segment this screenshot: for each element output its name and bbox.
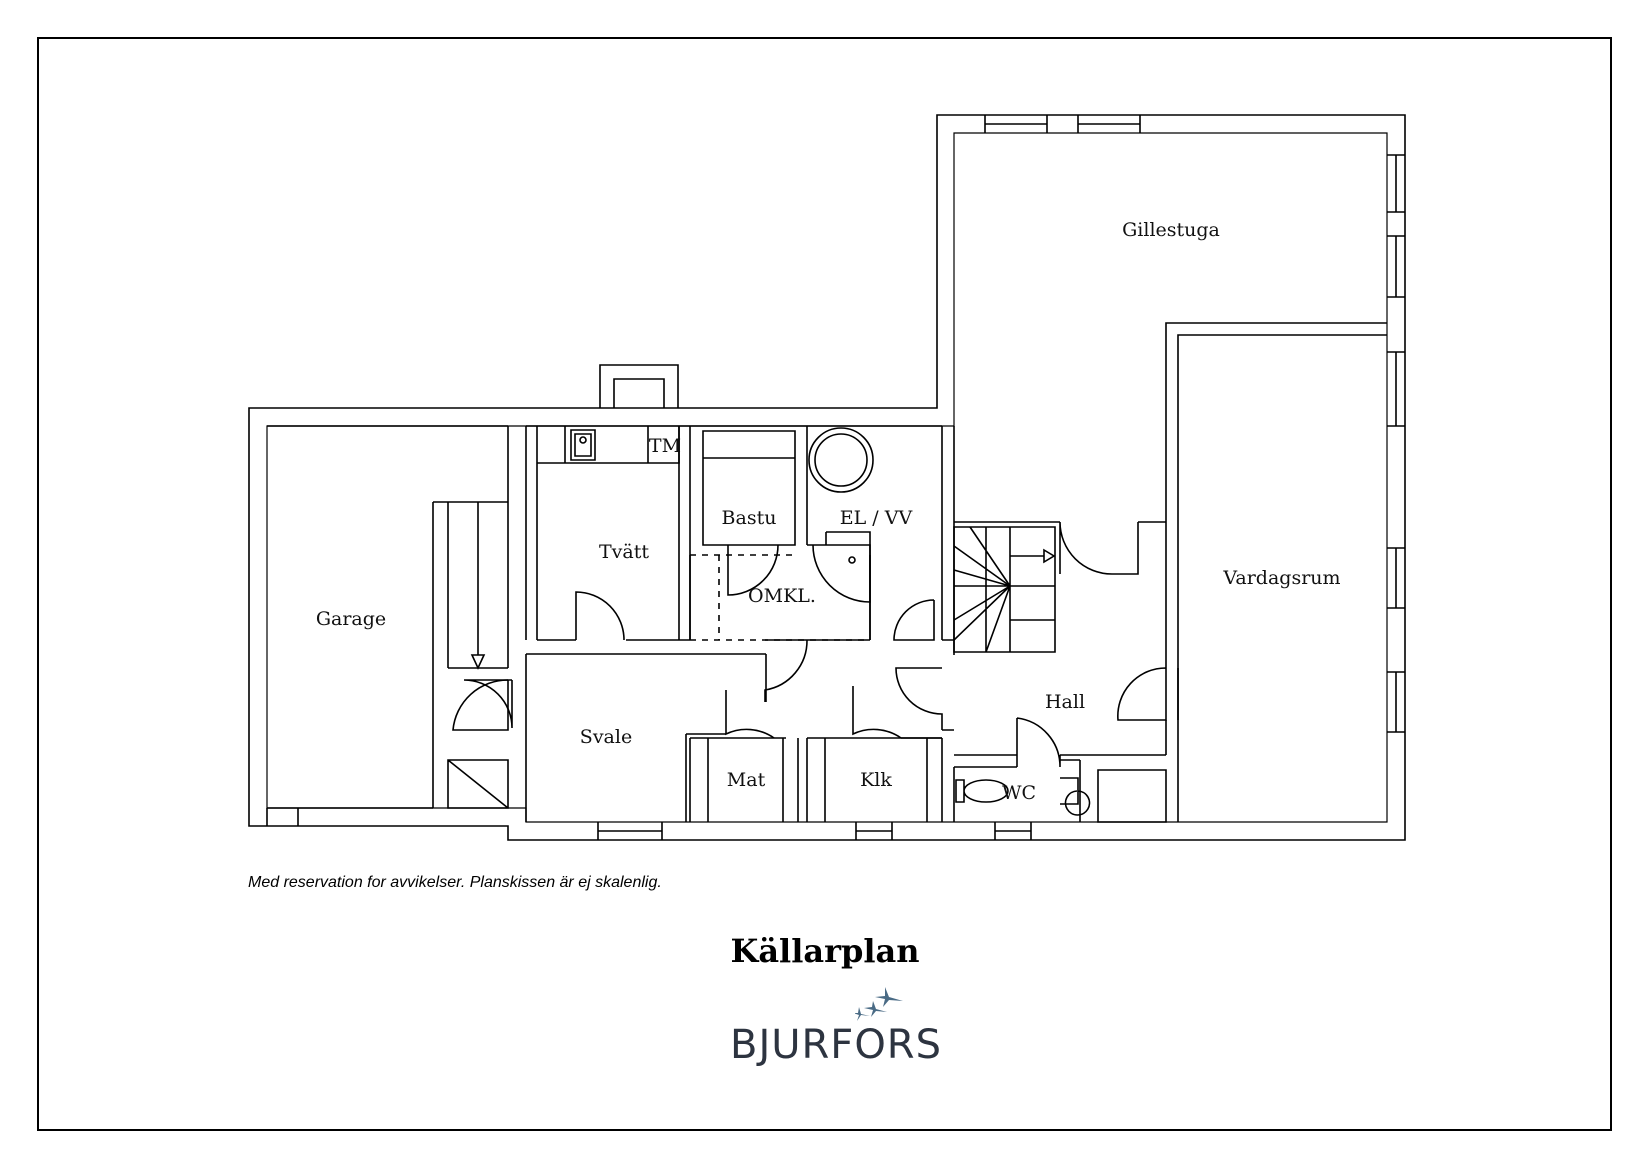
sink	[570, 429, 596, 461]
label-svale: Svale	[580, 726, 632, 748]
room-bastu	[689, 425, 807, 640]
label-tm: TM	[649, 435, 681, 457]
label-bastu: Bastu	[722, 507, 777, 529]
label-klk: Klk	[860, 769, 892, 791]
window-right-4	[1387, 547, 1405, 609]
window-right-5	[1387, 671, 1405, 733]
label-garage: Garage	[316, 608, 386, 630]
garage-stair-arrow	[470, 654, 486, 670]
window-right-2	[1387, 235, 1405, 298]
omkl-walls	[689, 555, 871, 641]
door-hall-omkl	[893, 599, 935, 641]
wall-hall-left	[941, 426, 955, 655]
door-mat	[725, 690, 775, 739]
washbasin	[1060, 777, 1091, 816]
door-hall-left	[895, 667, 954, 731]
label-mat: Mat	[727, 769, 766, 791]
boiler	[808, 427, 874, 493]
stair-arrow	[1010, 548, 1056, 564]
wall-gillestuga-bottom	[1165, 322, 1387, 822]
label-wc: WC	[1002, 782, 1036, 804]
window-right-3	[1387, 351, 1405, 427]
label-omkl: OMKL.	[748, 585, 816, 607]
room-mat	[689, 737, 799, 822]
label-gillestuga: Gillestuga	[1122, 219, 1220, 241]
toilet	[955, 779, 1009, 803]
stair-treads	[953, 526, 1055, 653]
room-svale	[525, 653, 767, 822]
door-svale-left	[463, 679, 513, 729]
room-klk	[806, 737, 943, 822]
window-right-1	[1387, 154, 1405, 213]
window-bottom-3	[994, 822, 1032, 840]
garage-box	[447, 759, 509, 809]
plan-title: Källarplan	[730, 932, 920, 970]
window-bottom-2	[855, 822, 893, 840]
door-garage	[452, 679, 509, 731]
el-vv-panel	[825, 531, 871, 545]
room-el-vv	[806, 425, 942, 640]
birds-icon	[855, 987, 903, 1021]
label-el-vv: EL / VV	[840, 507, 913, 529]
garage-stair	[448, 502, 508, 669]
disclaimer-text: Med reservation for avvikelser. Planskis…	[248, 874, 662, 891]
wall-hall-bottom	[954, 754, 1166, 768]
window-bottom-1	[597, 822, 663, 840]
door-gillestuga	[1059, 521, 1139, 575]
door-wc	[1016, 717, 1061, 768]
label-tvatt: Tvätt	[599, 541, 649, 563]
window-top-1	[984, 115, 1048, 133]
door-el-vv	[812, 544, 871, 603]
label-vardagsrum: Vardagsrum	[1222, 567, 1340, 589]
door-omkl	[764, 639, 808, 702]
door-klk	[852, 686, 942, 739]
room-garage	[266, 425, 509, 826]
label-hall: Hall	[1045, 691, 1085, 713]
page-frame	[37, 37, 1612, 1131]
door-vardagsrum	[1117, 667, 1179, 721]
tvatt-counter	[537, 426, 680, 464]
closet-box	[1097, 769, 1167, 823]
exterior-wall-outer	[248, 114, 1406, 841]
room-tvatt	[525, 425, 690, 641]
chimney	[599, 364, 679, 408]
window-top-2	[1077, 115, 1141, 133]
brand-logo: BJURFORS	[730, 1022, 942, 1068]
door-tvatt	[575, 591, 625, 641]
